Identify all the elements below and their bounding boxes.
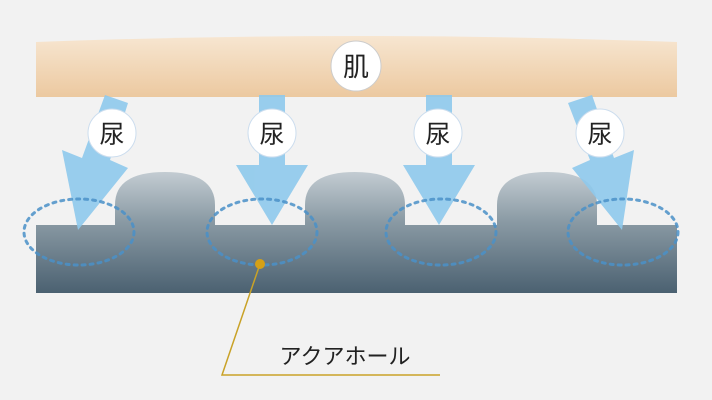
arrow-3 bbox=[403, 95, 475, 225]
callout-dot bbox=[255, 259, 265, 269]
urine-label-1: 尿 bbox=[99, 120, 124, 149]
absorbent-layer bbox=[36, 172, 677, 293]
skin-label: 肌 bbox=[343, 53, 369, 83]
urine-label-3: 尿 bbox=[425, 120, 450, 149]
callout-label: アクアホール bbox=[280, 345, 411, 370]
callout: アクアホール bbox=[220, 259, 440, 376]
skin-badge: 肌 bbox=[330, 40, 382, 92]
aqua-hole-outlines bbox=[22, 197, 680, 267]
arrow-2 bbox=[236, 95, 308, 225]
urine-label-2: 尿 bbox=[259, 120, 284, 149]
urine-label-4: 尿 bbox=[587, 120, 612, 149]
urine-badges: 尿 尿 尿 尿 bbox=[87, 108, 625, 158]
